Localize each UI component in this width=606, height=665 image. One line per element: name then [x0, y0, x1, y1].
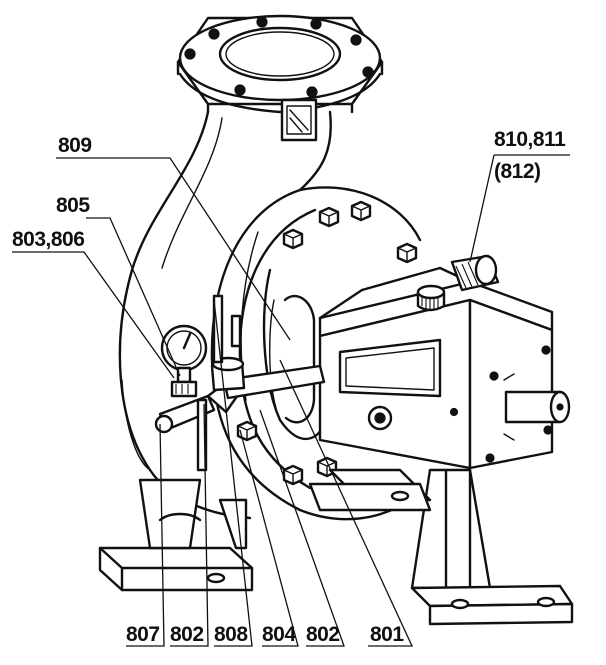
support-foot [410, 468, 574, 626]
callout-801: 801 [370, 623, 404, 646]
flush-piping [154, 294, 326, 472]
callout-803-806: 803,806 [12, 228, 84, 251]
callout-802-right: 802 [306, 623, 340, 646]
cover-bolt [396, 242, 418, 264]
cover-bolt [318, 206, 340, 228]
discharge-flange [176, 14, 384, 114]
cover-bolt [282, 228, 304, 250]
callout-809: 809 [58, 134, 92, 157]
callout-810-811: 810,811 [494, 128, 566, 151]
cover-bolt [236, 420, 258, 442]
volute-casing [118, 98, 332, 520]
bearing-housing [318, 254, 571, 470]
cover-bolt [282, 464, 304, 486]
pressure-gauge [160, 324, 208, 398]
callout-807: 807 [126, 623, 160, 646]
oiler-cap [416, 284, 446, 312]
casing-foot [98, 478, 254, 592]
vent-fitting [450, 254, 500, 292]
callout-808: 808 [214, 623, 248, 646]
callout-805: 805 [56, 194, 90, 217]
callout-804: 804 [262, 623, 296, 646]
cover-bolt [350, 200, 372, 222]
leader-lines [12, 154, 570, 647]
callout-812: (812) [494, 160, 541, 183]
callout-802-left: 802 [170, 623, 204, 646]
